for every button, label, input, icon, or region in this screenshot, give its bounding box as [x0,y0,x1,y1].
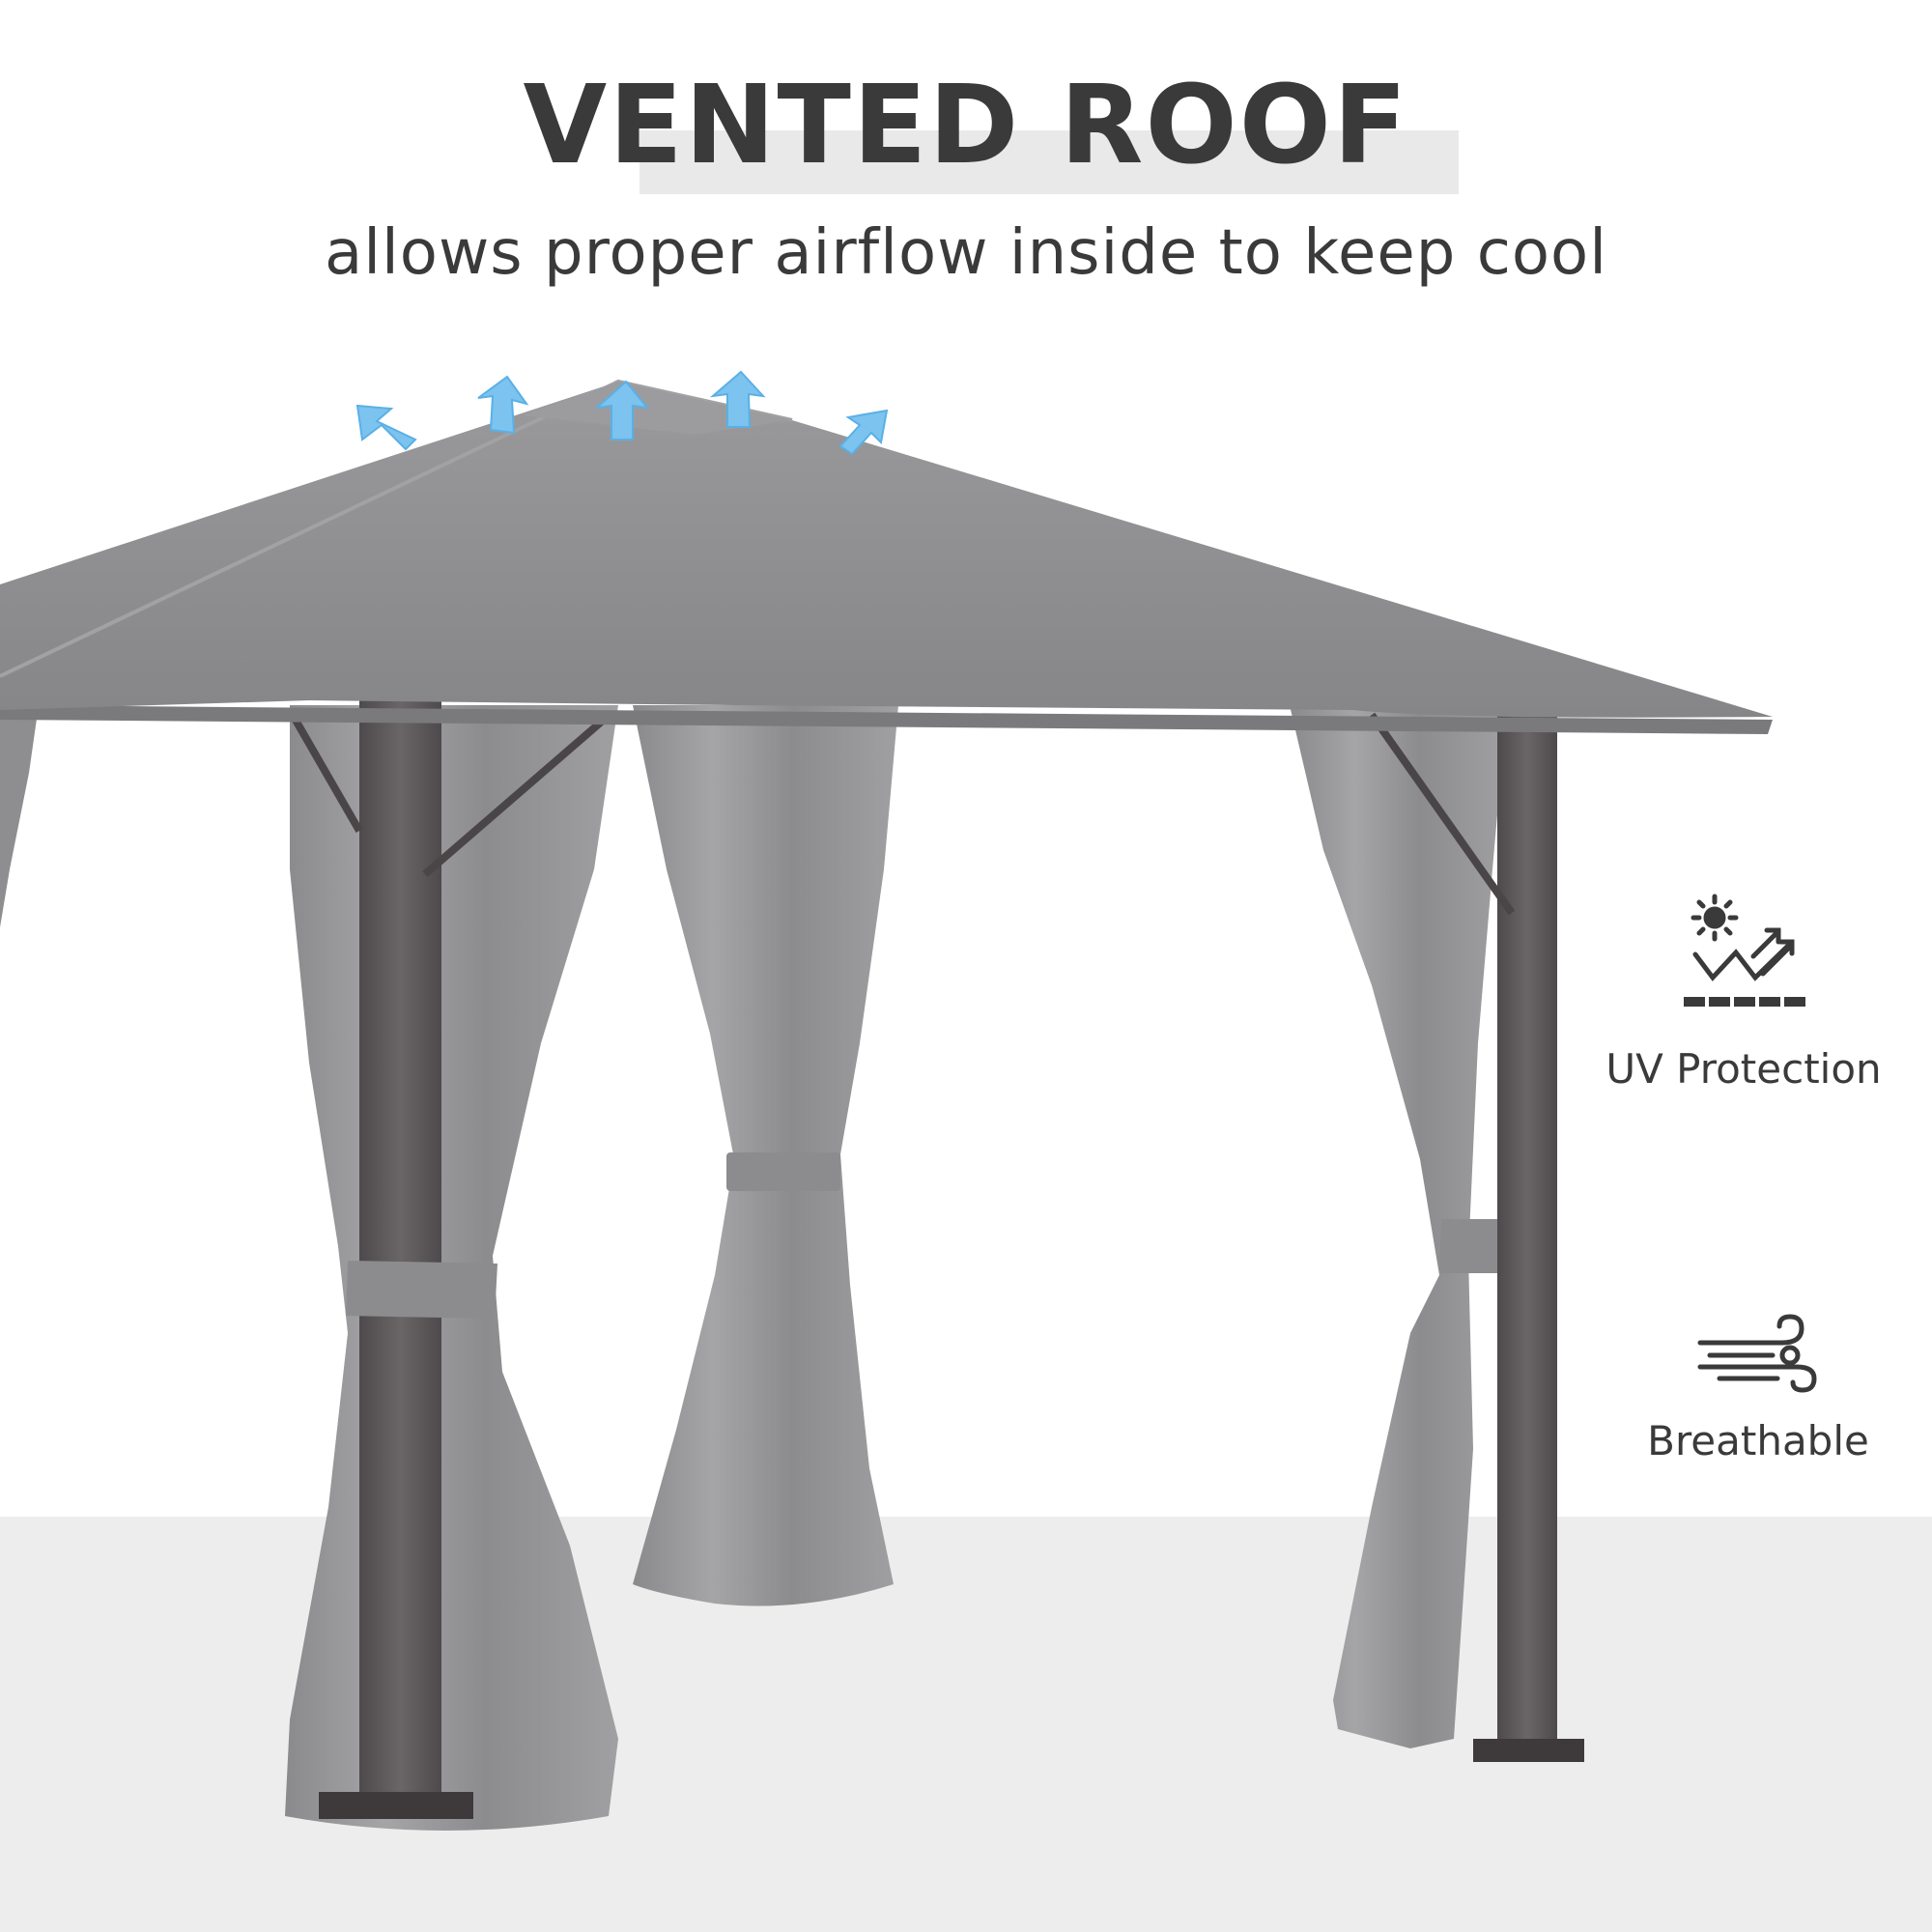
heading: VENTED ROOF [0,58,1932,194]
right-curtain [1290,705,1507,1748]
page-subtitle: allows proper airflow inside to keep coo… [325,217,1607,289]
feature-label-uv: UV Protection [1605,1045,1882,1093]
vent-arrow-4 [709,370,766,428]
feature-label-breathable: Breathable [1647,1417,1869,1464]
feature-uv-protection: UV Protection [1579,889,1908,1093]
feature-breathable: Breathable [1594,1309,1922,1464]
roof-vent-top [522,382,792,435]
page-title: VENTED ROOF [523,63,1409,188]
right-post-foot [1473,1739,1584,1762]
breathable-wind-icon [1697,1314,1817,1393]
vent-arrows [355,370,889,456]
uv-protection-icon [1684,894,1805,1007]
vent-arrow-1 [355,404,417,451]
vent-arrow-5 [838,409,889,456]
left-post-foot [319,1792,473,1819]
left-curtain-sliver [0,705,39,927]
vent-arrow-2 [477,375,529,435]
roof-hem [0,705,1773,734]
vent-arrow-3 [593,380,650,440]
right-post [1497,700,1557,1744]
left-post [359,700,441,1802]
left-brace [422,716,607,878]
back-curtain-tie [726,1152,840,1191]
left-brace-2 [286,708,363,833]
title-underline-bar [639,130,1459,194]
left-curtain-tie [346,1261,497,1319]
title-wrap: VENTED ROOF [523,58,1459,194]
right-brace [1368,712,1516,916]
